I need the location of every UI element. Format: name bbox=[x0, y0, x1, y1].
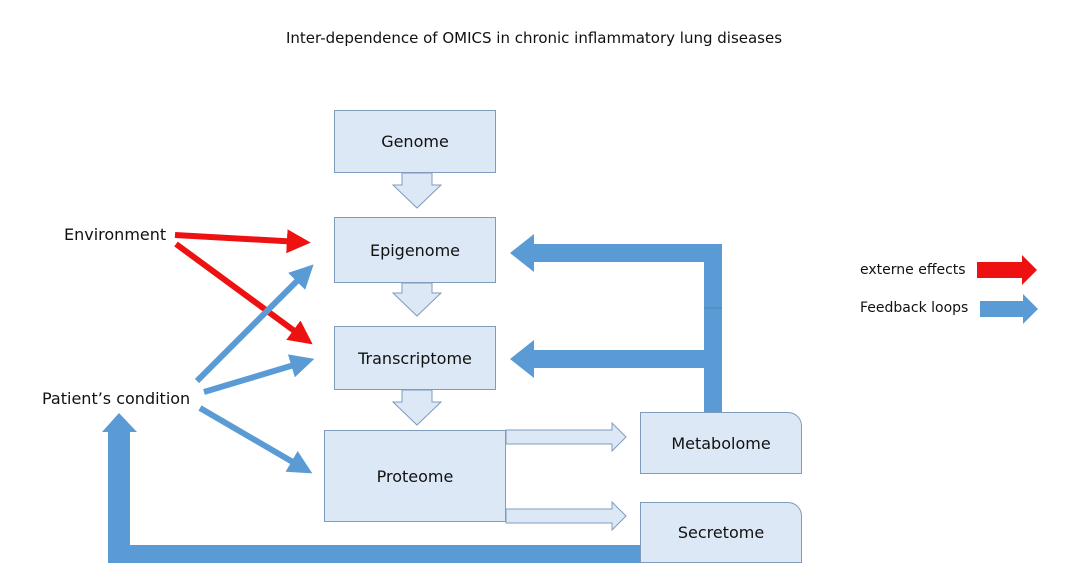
node-epigenome: Epigenome bbox=[334, 217, 496, 283]
arrow-genome-to-epigenome bbox=[391, 172, 443, 209]
input-patient-condition: Patient’s condition bbox=[42, 389, 191, 408]
diagram-title: Inter-dependence of OMICS in chronic inf… bbox=[285, 29, 783, 47]
node-proteome: Proteome bbox=[324, 430, 506, 522]
legend-feedback-label: Feedback loops bbox=[860, 300, 969, 316]
legend-external-label: externe effects bbox=[860, 262, 966, 278]
feedback-metabolome-to-epigenome bbox=[510, 234, 722, 412]
feedback-secretome-to-patient bbox=[102, 413, 640, 563]
feedback-metabolome-to-transcriptome bbox=[510, 340, 704, 378]
legend-external-arrow-icon bbox=[977, 255, 1037, 285]
node-transcriptome: Transcriptome bbox=[334, 326, 496, 390]
arrow-patient-to-epigenome bbox=[194, 264, 314, 384]
input-environment: Environment bbox=[64, 225, 167, 244]
node-secretome: Secretome bbox=[640, 502, 802, 563]
arrow-environment-to-transcriptome bbox=[174, 241, 313, 345]
arrow-proteome-to-metabolome bbox=[505, 421, 627, 453]
node-genome: Genome bbox=[334, 110, 496, 173]
arrow-proteome-to-secretome bbox=[505, 500, 627, 532]
legend-feedback-arrow-icon bbox=[980, 294, 1038, 324]
arrow-transcriptome-to-proteome bbox=[391, 389, 443, 426]
arrow-epigenome-to-transcriptome bbox=[391, 282, 443, 317]
arrow-patient-to-transcriptome bbox=[203, 354, 315, 395]
node-metabolome: Metabolome bbox=[640, 412, 802, 474]
arrow-patient-to-proteome bbox=[198, 405, 313, 474]
arrow-environment-to-epigenome bbox=[174, 229, 311, 254]
